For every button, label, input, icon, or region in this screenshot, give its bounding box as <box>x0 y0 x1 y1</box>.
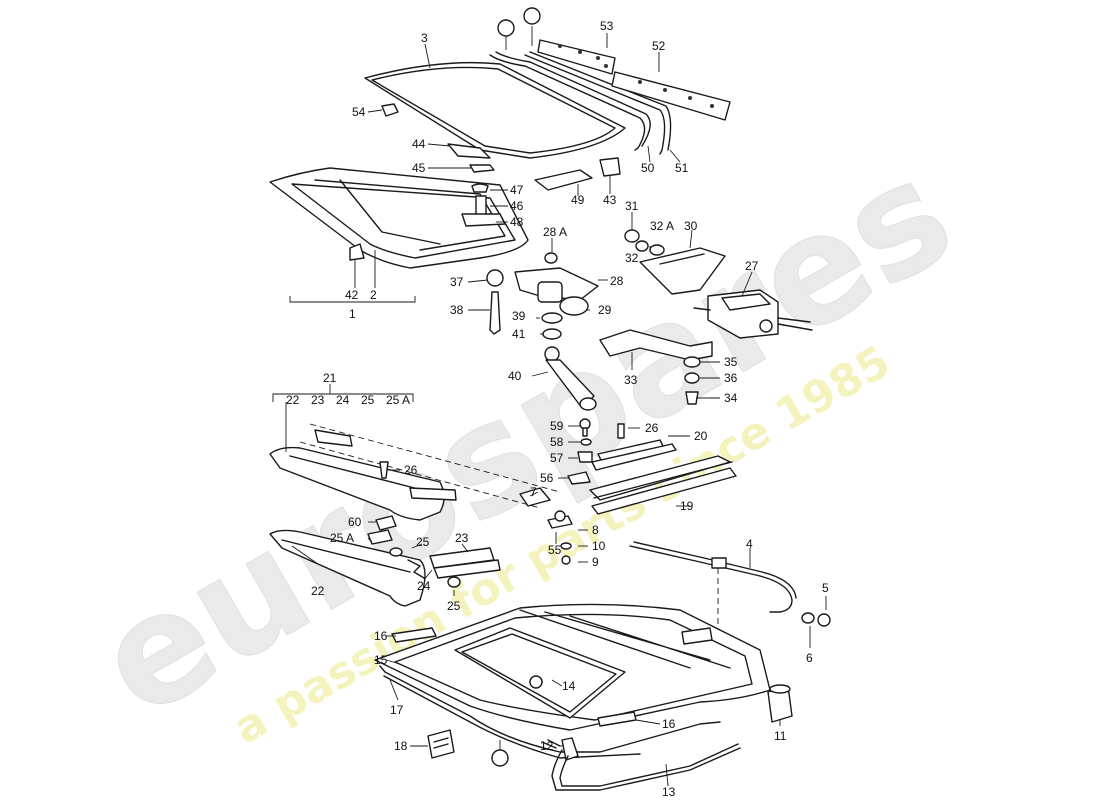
roof-frame <box>374 603 793 791</box>
callout: 22 <box>286 393 300 407</box>
callout: 20 <box>694 429 708 443</box>
callout: 12 <box>540 739 554 753</box>
callout: 1 <box>349 307 356 321</box>
callout: 17 <box>390 703 404 717</box>
drive-cable <box>629 541 831 636</box>
callout: 5 <box>822 581 829 595</box>
callout: 10 <box>592 539 606 553</box>
callout: 55 <box>548 543 562 557</box>
callout: 58 <box>550 435 564 449</box>
drive-lever <box>544 346 597 411</box>
wind-deflector <box>269 515 501 607</box>
reference-symbols <box>491 7 543 767</box>
callout: 21 <box>323 371 337 385</box>
callout: 2 <box>370 288 377 302</box>
inner-frame <box>269 167 529 269</box>
callout: 51 <box>675 161 689 175</box>
callout: 43 <box>603 193 617 207</box>
callout: 36 <box>724 371 738 385</box>
callout: 16 <box>662 717 676 731</box>
callout-labels: 3 53 52 54 44 45 47 46 48 49 43 50 51 31… <box>286 19 829 799</box>
callout: 60 <box>348 515 362 529</box>
callout: 41 <box>512 327 526 341</box>
callout: 34 <box>724 391 738 405</box>
callout: 9 <box>592 555 599 569</box>
callout: 45 <box>412 161 426 175</box>
callout: 24 <box>336 393 350 407</box>
callout: 13 <box>662 785 676 799</box>
callout: 52 <box>652 39 666 53</box>
deflector-assembly <box>269 423 561 521</box>
callout: 28 A <box>543 225 567 239</box>
callout: 30 <box>684 219 698 233</box>
leader-lines <box>272 26 827 787</box>
callout: 22 <box>311 584 325 598</box>
callout: 25 A <box>330 531 354 545</box>
callout: 32 <box>625 251 639 265</box>
callout: 6 <box>806 651 813 665</box>
callout: 42 <box>345 288 359 302</box>
small-clips-upper <box>349 103 621 261</box>
callout: 11 <box>774 729 787 743</box>
callout: 15 <box>374 653 388 667</box>
callout: 25 A <box>386 393 410 407</box>
callout: 28 <box>610 274 624 288</box>
control-unit <box>693 289 813 339</box>
guide-plates <box>537 39 731 121</box>
callout: 38 <box>450 303 464 317</box>
callout: 8 <box>592 523 599 537</box>
callout: 27 <box>745 259 759 273</box>
callout: 32 A <box>650 219 674 233</box>
guide-rails <box>589 439 737 515</box>
cable-bracket <box>599 329 713 405</box>
callout: 23 <box>311 393 325 407</box>
callout: 33 <box>624 373 638 387</box>
callout: 23 <box>455 531 469 545</box>
callout: 16 <box>374 629 388 643</box>
callout: 3 <box>421 31 428 45</box>
callout: 59 <box>550 419 564 433</box>
callout: 49 <box>571 193 585 207</box>
roof-panel <box>364 61 626 159</box>
callout: 39 <box>512 309 526 323</box>
callout: 47 <box>510 183 524 197</box>
callout: 24 <box>417 579 431 593</box>
callout: 35 <box>724 355 738 369</box>
callout: 4 <box>746 537 753 551</box>
callout: 44 <box>412 137 426 151</box>
callout: 25 <box>416 535 430 549</box>
callout: 37 <box>450 275 464 289</box>
callout: 14 <box>562 679 576 693</box>
callout: 46 <box>510 199 524 213</box>
callout: 29 <box>598 303 612 317</box>
callout: 50 <box>641 161 655 175</box>
callout: 26 <box>645 421 659 435</box>
callout: 25 <box>447 599 461 613</box>
roof-seals <box>489 51 672 155</box>
callout: 31 <box>625 199 639 213</box>
callout: 48 <box>510 215 524 229</box>
callout: 40 <box>508 369 522 383</box>
callout: 19 <box>680 499 694 513</box>
callout: 53 <box>600 19 614 33</box>
drive-motor <box>486 252 599 340</box>
callout: 18 <box>394 739 408 753</box>
rail-hardware <box>379 418 625 565</box>
callout: 57 <box>550 451 564 465</box>
callout: 54 <box>352 105 366 119</box>
callout: 56 <box>540 471 554 485</box>
callout: 7 <box>530 485 537 499</box>
callout: 25 <box>361 393 375 407</box>
callout: 26 <box>404 463 418 477</box>
